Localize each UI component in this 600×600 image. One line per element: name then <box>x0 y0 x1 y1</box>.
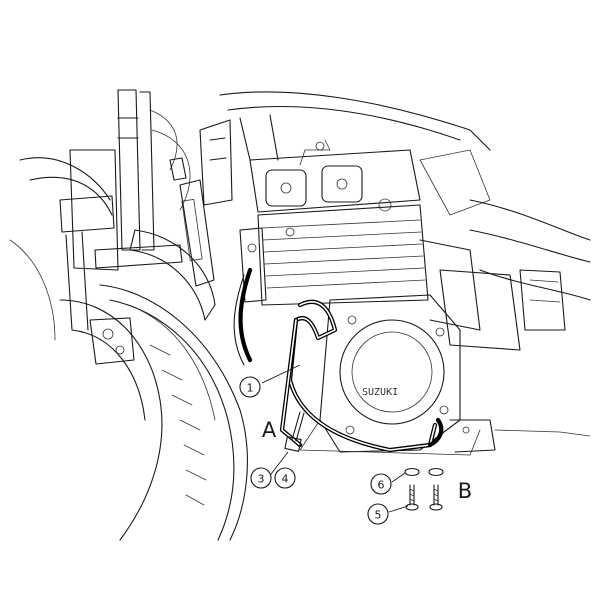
callout-number: 6 <box>378 479 385 492</box>
callout-number: 1 <box>247 382 254 395</box>
engine-block <box>239 139 566 351</box>
callout-1: 1 <box>239 376 261 398</box>
crash-bar <box>233 267 444 453</box>
callout-5: 5 <box>367 503 389 525</box>
front-wheel <box>9 157 248 541</box>
mount-bolts-b <box>404 467 444 511</box>
callout-6: 6 <box>370 473 392 495</box>
callout-4: 4 <box>274 467 296 489</box>
callout-number: 4 <box>282 473 289 486</box>
mount-point-b-label: B <box>458 479 472 503</box>
engine-brand-mark: SUZUKI <box>362 387 398 398</box>
engine-crankcase: SUZUKI <box>299 294 591 456</box>
callout-number: 3 <box>258 473 265 486</box>
callout-number: 5 <box>375 509 382 522</box>
leader-lines <box>261 364 409 513</box>
front-fork <box>59 89 191 331</box>
mount-point-a-label: A <box>262 418 277 442</box>
mount-bolt-a <box>284 411 305 452</box>
callout-3: 3 <box>250 467 272 489</box>
tank-and-frame <box>169 91 591 301</box>
